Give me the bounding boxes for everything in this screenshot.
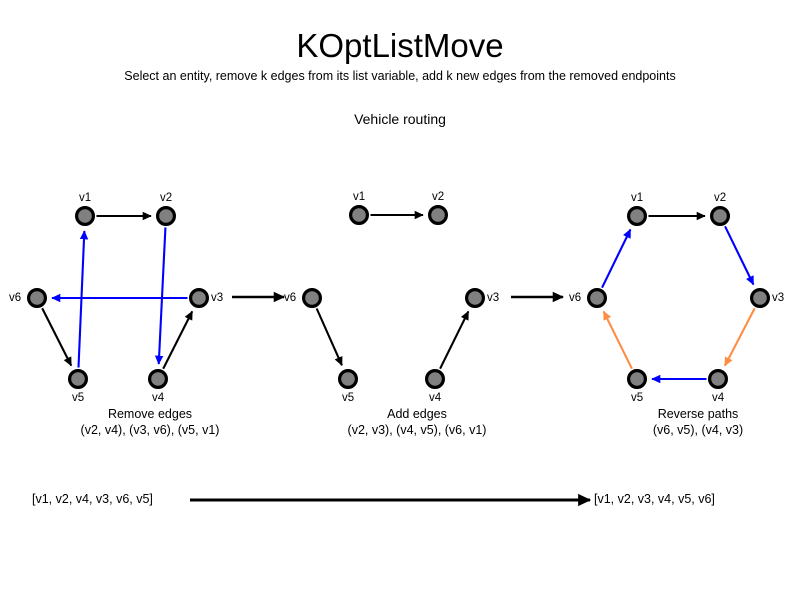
- node-remove-v4[interactable]: [148, 369, 169, 390]
- panel-caption-title-reverse: Reverse paths: [657, 407, 739, 421]
- node-label-remove-v4: v4: [152, 392, 165, 404]
- node-reverse-v1[interactable]: [626, 206, 647, 227]
- node-add-v4[interactable]: [425, 369, 446, 390]
- node-reverse-v5[interactable]: [626, 369, 647, 390]
- node-label-add-v6: v6: [284, 292, 297, 304]
- panel-caption-add: Add edges(v2, v3), (v4, v5), (v6, v1): [292, 407, 542, 438]
- edge-reverse-v6-v1: [601, 228, 632, 289]
- node-reverse-v2[interactable]: [709, 206, 730, 227]
- footer-list-before: [v1, v2, v4, v3, v6, v5]: [32, 492, 153, 506]
- edge-reverse-v3-v4: [723, 307, 756, 367]
- edge-remove-v2-v4: [154, 227, 167, 365]
- edges-group: [41, 210, 756, 384]
- node-label-remove-v5: v5: [72, 392, 85, 404]
- node-label-remove-v1: v1: [79, 192, 92, 204]
- edge-reverse-v5-v6: [602, 310, 633, 370]
- page-subtitle: Select an entity, remove k edges from it…: [124, 69, 676, 83]
- node-label-reverse-v6: v6: [569, 292, 582, 304]
- node-label-reverse-v1: v1: [631, 192, 644, 204]
- node-add-v6[interactable]: [302, 288, 323, 309]
- node-label-remove-v2: v2: [160, 192, 173, 204]
- node-remove-v3[interactable]: [189, 288, 210, 309]
- node-label-remove-v3: v3: [211, 292, 224, 304]
- node-label-reverse-v4: v4: [712, 392, 725, 404]
- edge-remove-v5-v1: [77, 230, 89, 368]
- node-reverse-v4[interactable]: [707, 369, 728, 390]
- node-label-add-v2: v2: [432, 191, 445, 203]
- node-remove-v2[interactable]: [156, 206, 177, 227]
- edge-add-v4-v3: [439, 310, 470, 370]
- footer-list-after: [v1, v2, v3, v4, v5, v6]: [594, 492, 715, 506]
- node-add-v2[interactable]: [428, 205, 449, 226]
- nodes-group: [27, 205, 770, 390]
- node-label-reverse-v5: v5: [631, 392, 644, 404]
- edge-reverse-v2-v3: [724, 225, 755, 286]
- panel-caption-title-add: Add edges: [387, 407, 447, 421]
- node-label-add-v4: v4: [429, 392, 442, 404]
- panel-caption-reverse: Reverse paths(v6, v5), (v4, v3): [598, 407, 798, 438]
- node-remove-v1[interactable]: [74, 206, 95, 227]
- panel-caption-edges-remove: (v2, v4), (v3, v6), (v5, v1): [80, 422, 220, 437]
- node-label-add-v1: v1: [353, 191, 366, 203]
- node-remove-v6[interactable]: [27, 288, 47, 309]
- panel-caption-edges-reverse: (v6, v5), (v4, v3): [652, 422, 744, 437]
- node-label-reverse-v2: v2: [714, 192, 727, 204]
- panel-caption-remove: Remove edges(v2, v4), (v3, v6), (v5, v1): [30, 407, 270, 438]
- node-label-reverse-v3: v3: [772, 292, 785, 304]
- panel-caption-title-remove: Remove edges: [107, 407, 193, 421]
- section-label: Vehicle routing: [354, 111, 446, 127]
- node-reverse-v3[interactable]: [749, 288, 770, 309]
- node-reverse-v6[interactable]: [586, 288, 607, 309]
- node-add-v5[interactable]: [338, 369, 359, 390]
- node-label-remove-v6: v6: [9, 292, 22, 304]
- edge-remove-v6-v5: [41, 307, 73, 367]
- node-label-add-v5: v5: [342, 392, 355, 404]
- page-title: KOptListMove: [296, 27, 504, 64]
- panel-caption-edges-add: (v2, v3), (v4, v5), (v6, v1): [347, 422, 487, 437]
- edge-add-v6-v5: [315, 308, 343, 366]
- node-add-v1[interactable]: [349, 205, 370, 226]
- node-remove-v5[interactable]: [67, 369, 88, 390]
- edge-remove-v4-v3: [162, 310, 194, 370]
- node-add-v3[interactable]: [465, 288, 486, 309]
- node-label-add-v3: v3: [487, 292, 500, 304]
